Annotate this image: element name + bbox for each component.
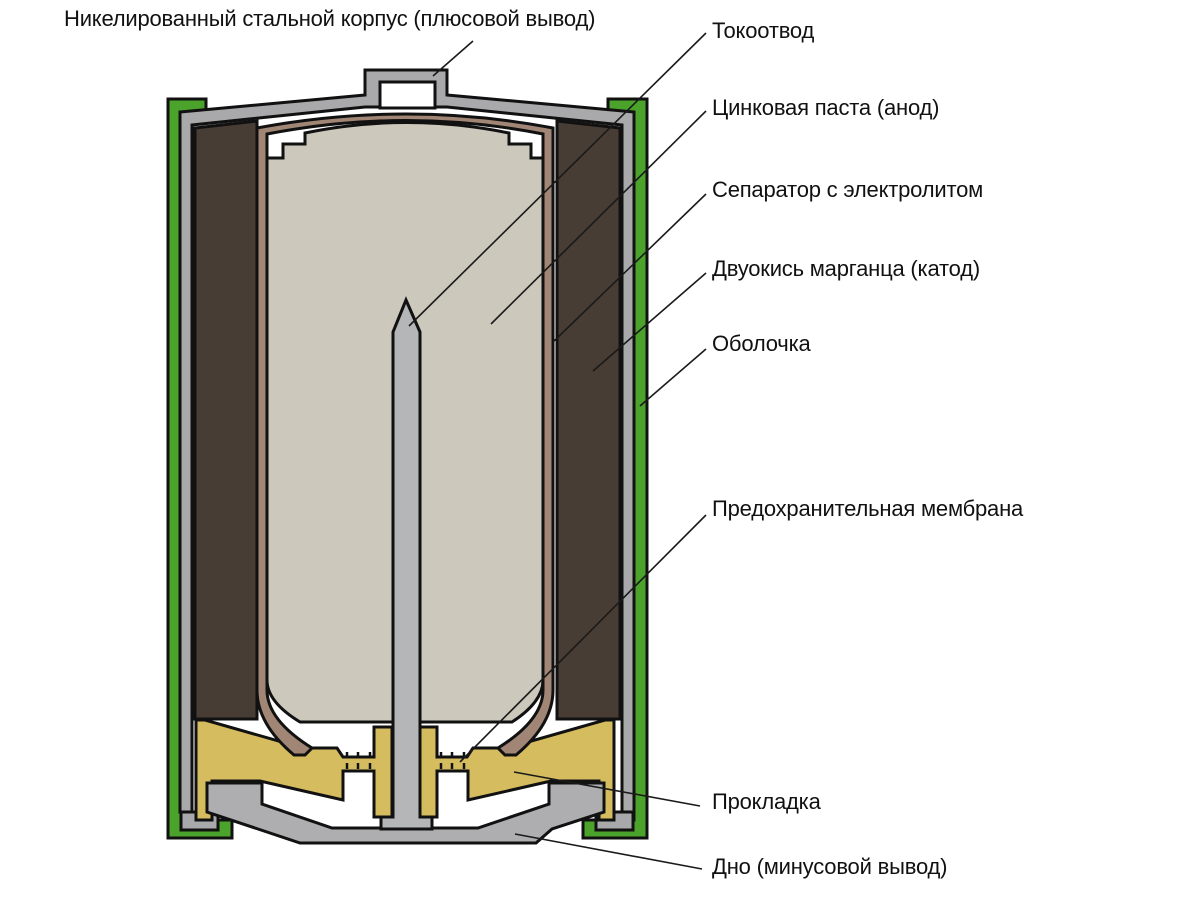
leader-shell (639, 348, 707, 407)
leader-gasket (513, 771, 701, 807)
leader-zinc-paste (490, 110, 707, 325)
label-safety-membrane: Предохранительная мембрана (712, 496, 1024, 521)
cathode-left (193, 119, 259, 721)
leader-manganese-dioxide (592, 272, 707, 372)
label-manganese-dioxide: Двуокись марганца (катод) (712, 256, 980, 281)
label-bottom: Дно (минусовой вывод) (712, 854, 948, 879)
leader-bottom (514, 833, 703, 870)
label-separator: Сепаратор с электролитом (712, 177, 984, 202)
label-gasket: Прокладка (712, 789, 821, 814)
leader-separator (553, 193, 707, 342)
terminal-notch (378, 80, 437, 110)
cathode-right (555, 119, 622, 721)
label-shell: Оболочка (712, 331, 811, 356)
label-nickel-case: Никелированный стальной корпус (плюсовой… (64, 6, 596, 31)
leader-safety-membrane (459, 514, 707, 763)
bottom-plate (205, 781, 606, 845)
leader-nickel-case (432, 40, 474, 77)
label-current-collector: Токоотвод (712, 18, 815, 43)
label-zinc-paste: Цинковая паста (анод) (712, 95, 940, 120)
current-collector-pin (379, 296, 434, 831)
leader-current-collector (408, 32, 707, 327)
